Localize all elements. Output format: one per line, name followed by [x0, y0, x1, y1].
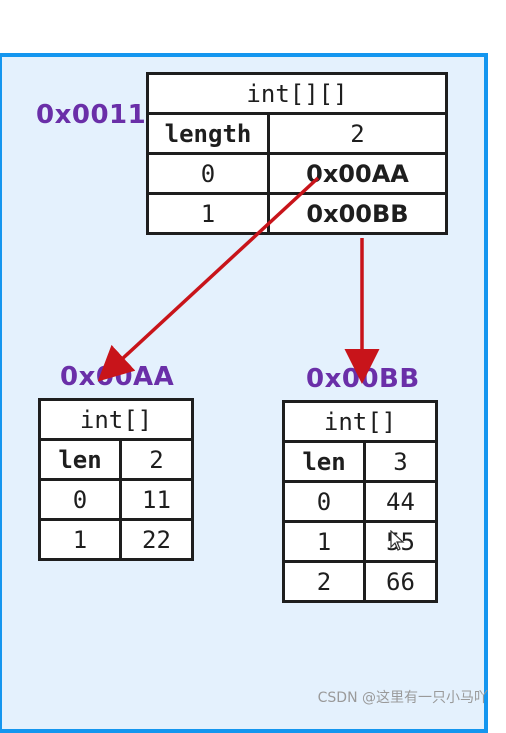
inner-b-index-1: 1 — [282, 520, 366, 563]
outer-length-value: 2 — [267, 112, 448, 155]
inner-a-index-0: 0 — [38, 478, 122, 521]
inner-b-type: int[] — [282, 400, 438, 443]
outer-row-0: 0 0x00AA — [146, 152, 448, 195]
inner-a-row-0: 0 11 — [38, 478, 194, 521]
inner-b-len-label: len — [282, 440, 366, 483]
mouse-cursor-icon — [390, 530, 405, 551]
outer-array-address: 0x0011 — [36, 100, 147, 130]
inner-b-row-2: 2 66 — [282, 560, 438, 603]
watermark: CSDN @这里有一只小马吖 — [317, 690, 488, 706]
inner-b-index-0: 0 — [282, 480, 366, 523]
outer-array-table: int[][] length 2 0 0x00AA 1 0x00BB — [146, 72, 448, 235]
inner-a-len-value: 2 — [119, 438, 194, 481]
outer-row-length: length 2 — [146, 112, 448, 155]
inner-a-type: int[] — [38, 398, 194, 441]
outer-index-0: 0 — [146, 152, 270, 195]
outer-length-label: length — [146, 112, 270, 155]
inner-b-value-0: 44 — [363, 480, 438, 523]
inner-b-table: int[] len 3 0 44 1 55 2 66 — [282, 400, 438, 603]
inner-a-index-1: 1 — [38, 518, 122, 561]
inner-a-value-0: 11 — [119, 478, 194, 521]
inner-b-row-len: len 3 — [282, 440, 438, 483]
inner-a-row-1: 1 22 — [38, 518, 194, 561]
inner-a-len-label: len — [38, 438, 122, 481]
outer-ref-0: 0x00AA — [267, 152, 448, 195]
inner-a-table: int[] len 2 0 11 1 22 — [38, 398, 194, 561]
outer-index-1: 1 — [146, 192, 270, 235]
inner-a-value-1: 22 — [119, 518, 194, 561]
inner-b-row-0: 0 44 — [282, 480, 438, 523]
outer-row-1: 1 0x00BB — [146, 192, 448, 235]
outer-ref-1: 0x00BB — [267, 192, 448, 235]
inner-b-index-2: 2 — [282, 560, 366, 603]
inner-a-row-len: len 2 — [38, 438, 194, 481]
inner-a-address: 0x00AA — [60, 362, 175, 392]
inner-b-len-value: 3 — [363, 440, 438, 483]
outer-array-type: int[][] — [146, 72, 448, 115]
inner-b-value-2: 66 — [363, 560, 438, 603]
inner-b-row-1: 1 55 — [282, 520, 438, 563]
inner-b-address: 0x00BB — [306, 364, 420, 394]
